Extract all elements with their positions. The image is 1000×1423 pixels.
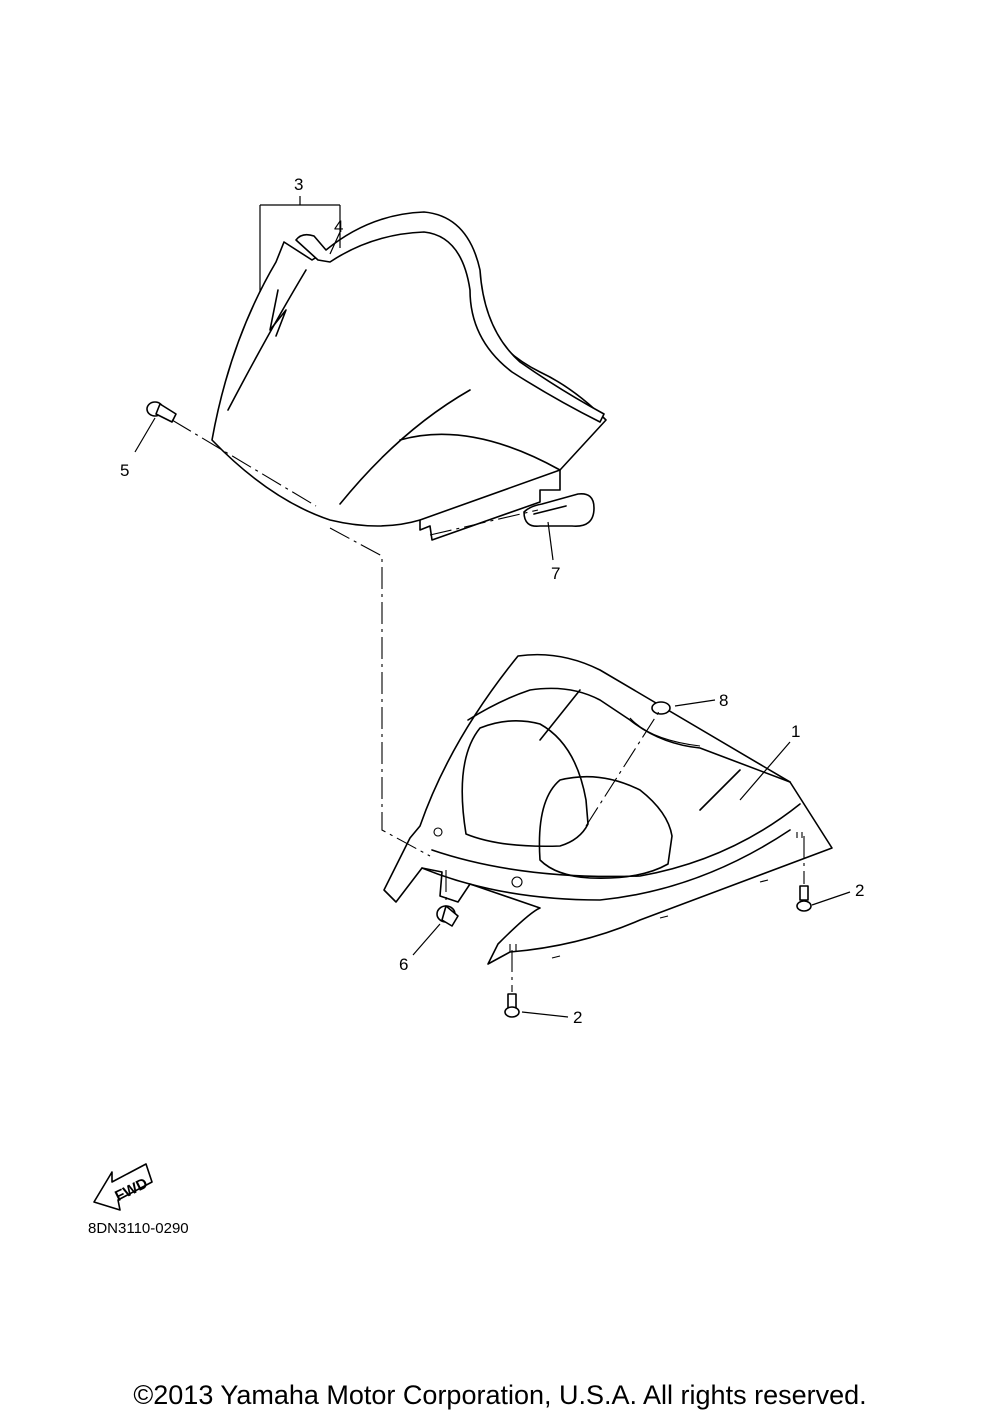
windshield-trim — [295, 211, 605, 423]
callout-1: 1 — [791, 722, 800, 741]
windshield — [211, 224, 607, 541]
part-5-bolt — [146, 401, 177, 423]
callout-8: 8 — [719, 691, 728, 710]
callout-3: 3 — [294, 175, 303, 194]
part-7-bracket — [523, 492, 595, 528]
callout-2-right: 2 — [855, 881, 864, 900]
callout-6: 6 — [399, 955, 408, 974]
part-8-plug — [651, 701, 671, 715]
leader-lines — [134, 196, 851, 1018]
part-2-screw-right — [796, 885, 812, 912]
copyright-notice: ©2013 Yamaha Motor Corporation, U.S.A. A… — [133, 1380, 867, 1410]
callout-5: 5 — [120, 461, 129, 480]
diagram-code: 8DN3110-0290 — [88, 1220, 189, 1237]
part-6-nut — [436, 905, 459, 927]
callout-4: 4 — [334, 217, 343, 236]
part-2-screw-lower — [504, 993, 520, 1018]
callout-2-lower: 2 — [573, 1008, 582, 1027]
fwd-arrow-icon: FWD — [93, 1163, 153, 1211]
assembly-lines — [171, 419, 805, 992]
lower-cowling — [383, 653, 833, 965]
callout-7: 7 — [551, 564, 560, 583]
